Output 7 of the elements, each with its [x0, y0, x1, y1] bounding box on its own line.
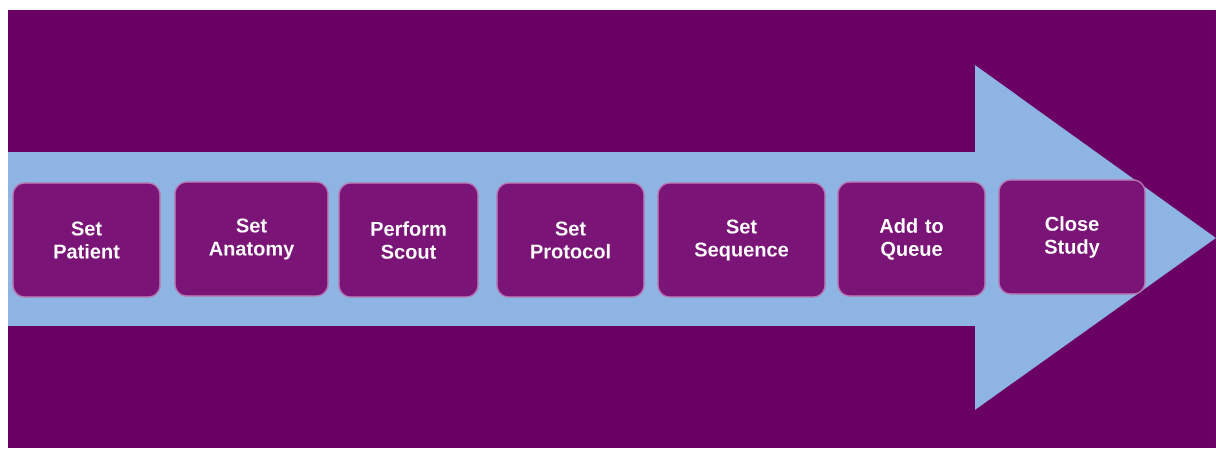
- step-box: Perform Scout: [338, 182, 479, 298]
- step-box: Close Study: [998, 179, 1146, 295]
- step-box: Set Patient: [12, 182, 161, 298]
- step-box: Set Anatomy: [174, 181, 329, 297]
- step-box: Set Sequence: [657, 182, 826, 298]
- step-box: Add to Queue: [837, 181, 986, 297]
- step-box: Set Protocol: [496, 182, 645, 298]
